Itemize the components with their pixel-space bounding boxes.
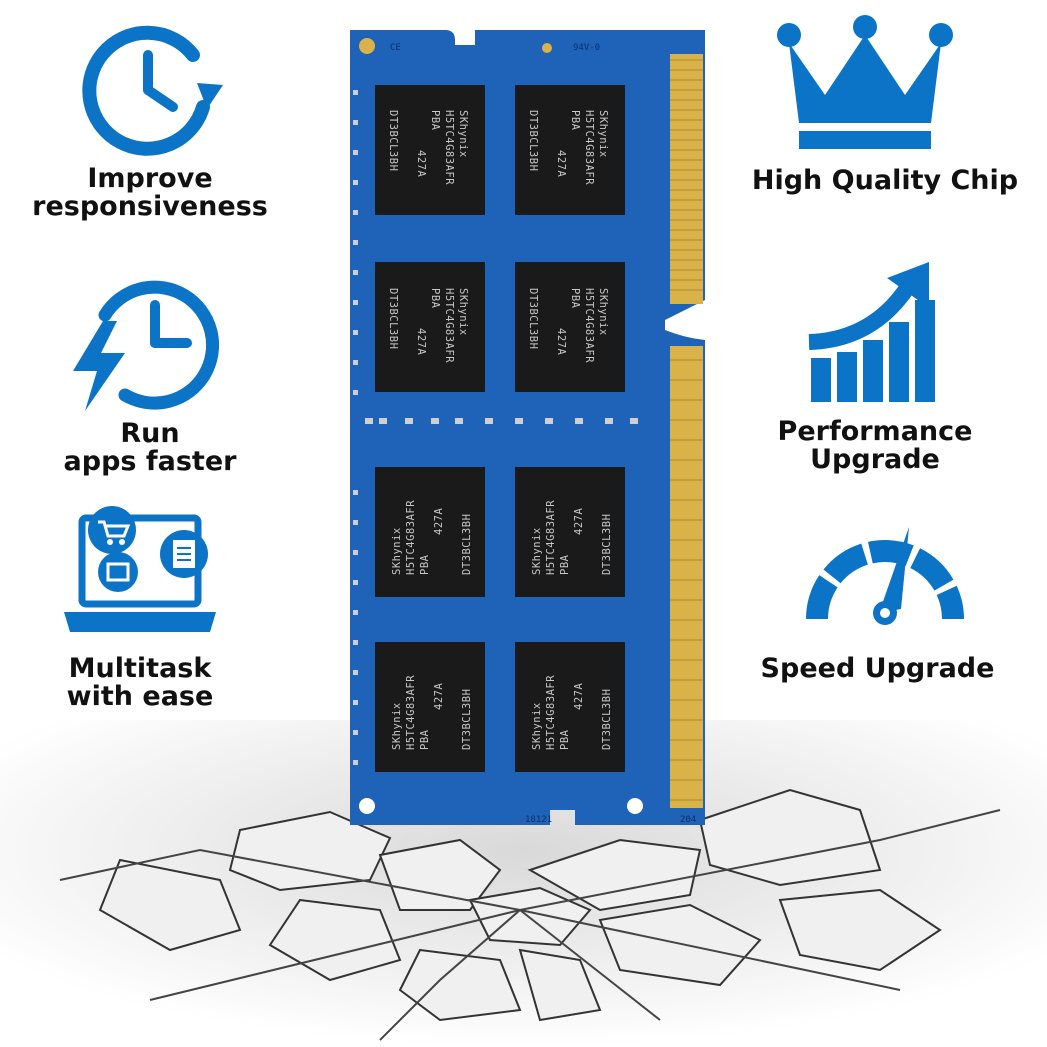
growth-chart-arrow-icon [808,262,935,402]
svg-text:427A: 427A [433,683,445,710]
cracked-floor-illustration [0,720,1047,1047]
ram-module: CE 94V-0 18121 204 SKhynix H5TC4G83AFR P… [350,30,705,825]
feature-label: Performance Upgrade [777,416,973,475]
svg-text:H5TC4G83AFR: H5TC4G83AFR [443,110,455,185]
svg-text:SKhynix: SKhynix [597,110,609,158]
memory-chip-4: SKhynix H5TC4G83AFR PBA 427A DT3BCL3BH [515,262,625,392]
svg-text:PBA: PBA [419,554,431,575]
svg-text:DT3BCL3BH: DT3BCL3BH [387,288,399,349]
svg-text:H5TC4G83AFR: H5TC4G83AFR [443,288,455,363]
memory-chip-7: SKhynix H5TC4G83AFR PBA 427A DT3BCL3BH [375,642,485,772]
svg-text:427A: 427A [415,328,427,355]
laptop-multitask-icon [64,506,216,632]
memory-chip-8: SKhynix H5TC4G83AFR PBA 427A DT3BCL3BH [515,642,625,772]
svg-text:SKhynix: SKhynix [391,702,403,750]
svg-text:SKhynix: SKhynix [391,527,403,575]
memory-chip-5: SKhynix H5TC4G83AFR PBA 427A DT3BCL3BH [375,467,485,597]
gold-contacts-bottom [670,346,703,808]
pin-label: 204 [680,815,696,825]
svg-text:427A: 427A [573,683,585,710]
svg-text:PBA: PBA [429,288,441,309]
svg-text:427A: 427A [555,150,567,177]
svg-text:SKhynix: SKhynix [531,527,543,575]
svg-text:SKhynix: SKhynix [457,288,469,336]
feature-label: Improve responsiveness [32,163,268,222]
memory-chip-1: SKhynix H5TC4G83AFR PBA 427A DT3BCL3BH [375,85,485,215]
svg-text:PBA: PBA [429,110,441,131]
svg-text:DT3BCL3BH: DT3BCL3BH [461,514,473,575]
feature-improve-responsiveness: Improve responsiveness [20,15,280,230]
svg-text:DT3BCL3BH: DT3BCL3BH [527,110,539,171]
board-rating: 94V-0 [573,43,600,53]
svg-text:SKhynix: SKhynix [531,702,543,750]
svg-text:427A: 427A [433,508,445,535]
clock-refresh-icon [82,25,223,156]
feature-performance-upgrade: Performance Upgrade [745,260,1005,490]
svg-text:427A: 427A [415,150,427,177]
feature-label: Run apps faster [63,418,237,477]
crown-icon [777,15,953,149]
svg-text:PBA: PBA [419,729,431,750]
svg-text:PBA: PBA [569,288,581,309]
svg-text:PBA: PBA [559,729,571,750]
feature-multitask: Multitask with ease [20,500,260,720]
feature-high-quality-chip: High Quality Chip [745,10,1025,210]
memory-chip-3: SKhynix H5TC4G83AFR PBA 427A DT3BCL3BH [375,262,485,392]
feature-label: High Quality Chip [751,165,1019,196]
feature-speed-upgrade: Speed Upgrade [745,525,1010,695]
feature-label: Speed Upgrade [760,653,995,684]
svg-text:DT3BCL3BH: DT3BCL3BH [601,689,613,750]
ce-mark: CE [390,43,401,53]
speedometer-icon [806,527,964,625]
svg-text:DT3BCL3BH: DT3BCL3BH [527,288,539,349]
svg-text:427A: 427A [573,508,585,535]
svg-text:SKhynix: SKhynix [597,288,609,336]
svg-text:SKhynix: SKhynix [457,110,469,158]
memory-chip-2: SKhynix H5TC4G83AFR PBA 427A DT3BCL3BH [515,85,625,215]
svg-text:DT3BCL3BH: DT3BCL3BH [387,110,399,171]
svg-text:DT3BCL3BH: DT3BCL3BH [461,689,473,750]
svg-text:H5TC4G83AFR: H5TC4G83AFR [405,675,417,750]
svg-text:PBA: PBA [559,554,571,575]
svg-text:DT3BCL3BH: DT3BCL3BH [601,514,613,575]
svg-text:427A: 427A [555,328,567,355]
memory-chip-6: SKhynix H5TC4G83AFR PBA 427A DT3BCL3BH [515,467,625,597]
clock-lightning-icon [73,280,220,411]
svg-text:H5TC4G83AFR: H5TC4G83AFR [545,500,557,575]
svg-text:PBA: PBA [569,110,581,131]
svg-text:H5TC4G83AFR: H5TC4G83AFR [405,500,417,575]
svg-text:H5TC4G83AFR: H5TC4G83AFR [545,675,557,750]
svg-text:H5TC4G83AFR: H5TC4G83AFR [583,110,595,185]
feature-label: Multitask with ease [66,653,214,712]
feature-run-apps-faster: Run apps faster [20,270,280,485]
svg-text:H5TC4G83AFR: H5TC4G83AFR [583,288,595,363]
gold-contacts-top [670,54,703,304]
board-code: 18121 [525,815,552,825]
